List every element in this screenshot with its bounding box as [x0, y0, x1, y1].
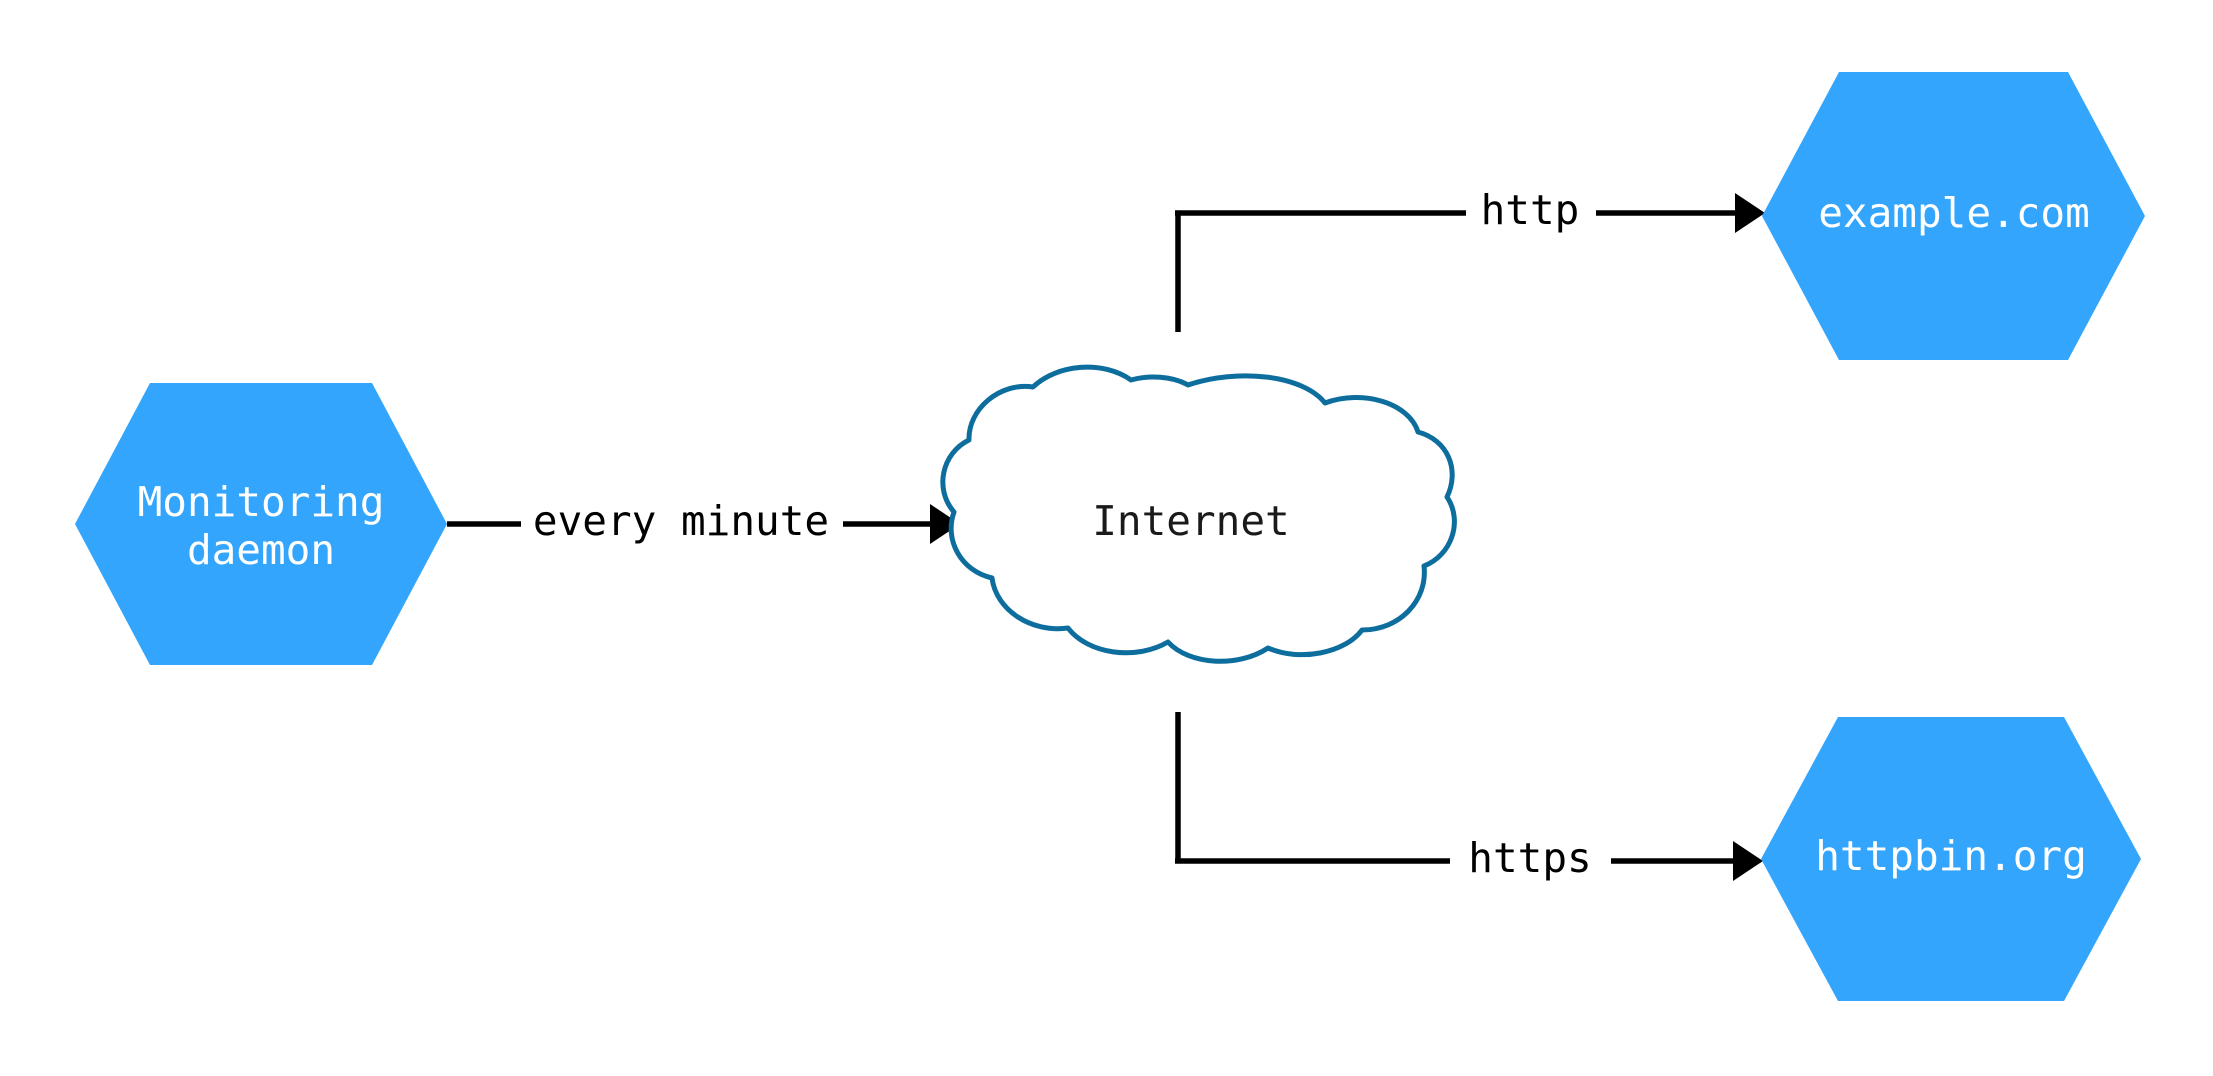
arrowhead-icon [1733, 841, 1763, 881]
hexagon-shape [1761, 717, 2141, 1001]
node-example-com[interactable]: example.com [1762, 72, 2145, 360]
node-httpbin-org[interactable]: httpbin.org [1761, 717, 2141, 1001]
arrowhead-icon [1735, 193, 1765, 233]
edge-label-https: https [1468, 834, 1591, 882]
hexagon-shape [1762, 72, 2145, 360]
node-label-httpbin-org: httpbin.org [1815, 832, 2087, 880]
node-label-line-1: Monitoring [138, 478, 385, 526]
cloud-shape [940, 364, 1457, 664]
edge-internet-to-example[interactable]: http [1175, 186, 1765, 332]
node-label-internet: Internet [1092, 497, 1289, 545]
edge-label-every-minute: every minute [533, 497, 829, 545]
hexagon-shape [75, 383, 447, 665]
edge-internet-to-httpbin[interactable]: https [1175, 712, 1763, 882]
node-monitoring-daemon[interactable]: Monitoring daemon [75, 383, 447, 665]
edge-label-http: http [1481, 186, 1580, 234]
node-internet-cloud[interactable]: Internet [940, 364, 1457, 664]
node-label-line-2: daemon [187, 526, 335, 574]
arrowhead-icon [930, 504, 960, 544]
node-label-example-com: example.com [1818, 189, 2090, 237]
edge-daemon-to-internet[interactable]: every minute [447, 497, 960, 545]
